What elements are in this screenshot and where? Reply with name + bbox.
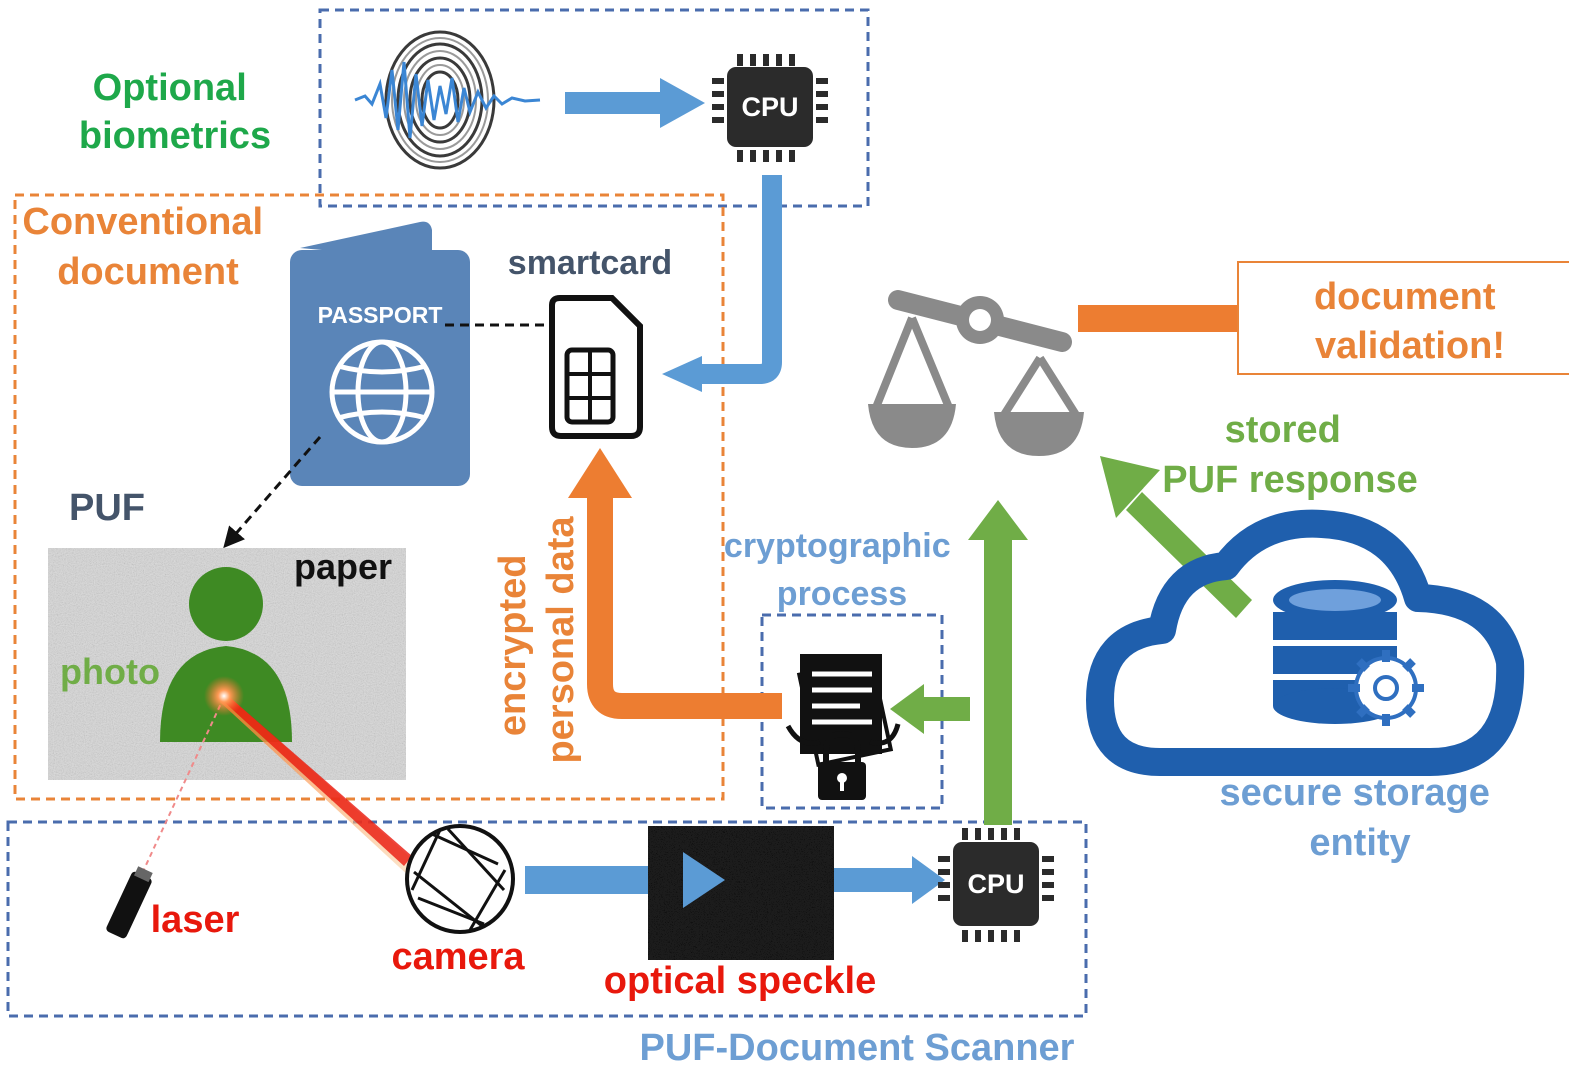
stored-puf-response-label: stored PUF response [1162,409,1418,501]
scanner-box [6,820,1088,1018]
laser-label: laser [151,899,240,941]
fingerprint-icon [354,30,541,170]
photo-label: photo [60,651,160,692]
optical-speckle-label: optical speckle [604,960,876,1002]
puf-label: PUF [69,487,145,529]
cloud-database-icon [1086,509,1525,776]
cpu-label-top: CPU [741,92,798,122]
camera-aperture-icon [405,824,515,934]
arrow-camera-to-speckle-head [683,852,725,908]
dashed-arrow-passport-to-paper [223,436,322,549]
passport-icon [290,221,470,486]
conventional-document-box [13,193,725,801]
arrow-storage-to-scale [1100,456,1252,618]
speckle-pattern-image [648,826,834,960]
optional-biometrics-label: Optional biometrics [79,67,271,157]
cpu-icon [938,828,1054,942]
cpu-label-bottom: CPU [967,869,1024,899]
smartcard-icon [549,295,643,439]
secure-storage-entity-label: secure storage entity [1220,772,1501,864]
camera-label: camera [391,936,525,978]
encrypted-personal-data-label: encrypted personal data [492,516,582,764]
arrow-cpu-to-smartcard [662,175,782,392]
document-validation-box [1237,261,1569,375]
voice-waveform [354,61,541,139]
paper-label: paper [294,546,392,587]
laser-beams [139,676,436,890]
puf-document-scanner-label: PUF-Document Scanner [640,1027,1075,1068]
arrow-biometrics-to-cpu [565,78,705,128]
cpu-icon [712,54,828,162]
laser-pointer-icon [106,866,153,939]
passport-title: PASSPORT [318,302,443,328]
encrypted-document-lock-icon [785,654,901,800]
smartcard-label: smartcard [508,244,672,282]
arrow-cpu-to-scale [968,500,1028,825]
arrow-speckle-to-cpu [834,856,945,904]
cryptographic-process-label: cryptographic process [724,527,960,613]
arrow-crypto-to-smartcard [568,448,782,719]
document-validation-label: document validation! [1314,276,1506,367]
conventional-document-label: Conventional document [22,201,273,293]
arrow-cpu-to-crypto [890,684,970,734]
balance-scale-icon [868,290,1084,456]
biometrics-box [318,8,870,208]
